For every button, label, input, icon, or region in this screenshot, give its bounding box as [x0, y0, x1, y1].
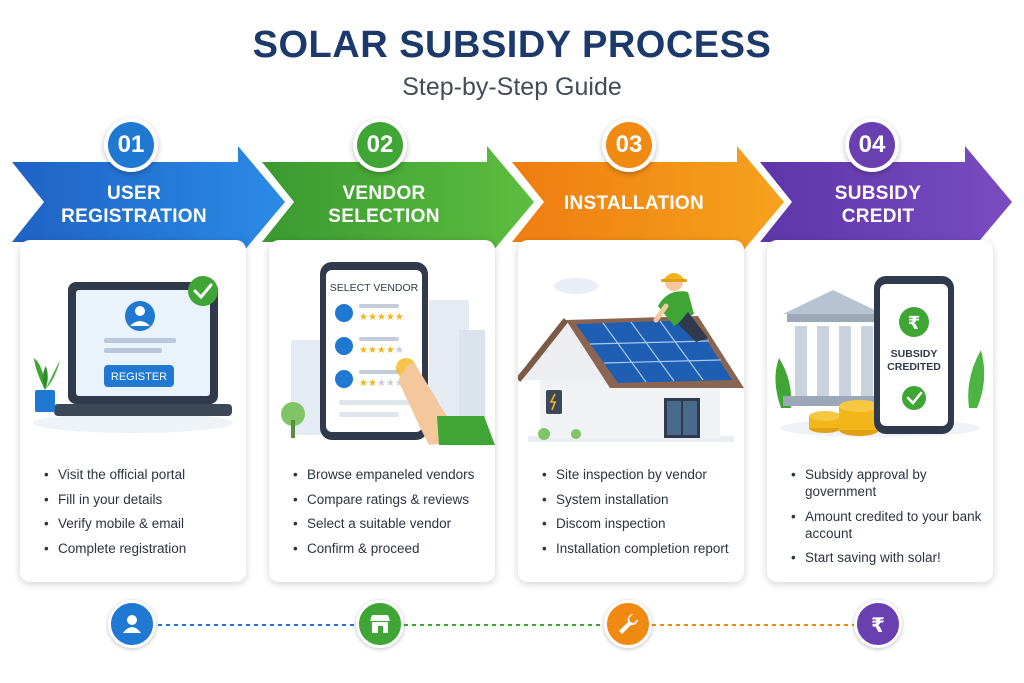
step-card-1: REGISTER Visit the official portal Fill …	[20, 240, 246, 582]
svg-text:₹: ₹	[871, 613, 885, 637]
step-2-bullets: Browse empaneled vendors Compare ratings…	[293, 466, 489, 564]
check-circle-icon	[902, 386, 926, 410]
step-title-3: INSTALLATION	[563, 193, 705, 214]
pointing-hand-icon	[396, 358, 495, 445]
credited-label: CREDITED	[887, 361, 941, 373]
select-vendor-heading: SELECT VENDOR	[330, 282, 419, 294]
subsidy-label: SUBSIDY	[891, 348, 938, 360]
plant-icon	[34, 358, 60, 412]
timeline-connector	[158, 624, 854, 626]
timeline-user-icon	[108, 600, 156, 648]
arrow-step-1	[12, 146, 285, 258]
step-1-bullets: Visit the official portal Fill in your d…	[44, 466, 240, 564]
coins-icon	[809, 400, 879, 436]
timeline-store-icon	[356, 600, 404, 648]
timeline-wrench-icon	[604, 600, 652, 648]
svg-text:₹: ₹	[908, 313, 921, 334]
step-card-4: ₹ SUBSIDY CREDITED Subsidy approval by g…	[767, 240, 993, 582]
worker-icon	[653, 273, 708, 342]
arrow-step-2	[262, 146, 534, 258]
page-title: SOLAR SUBSIDY PROCESS	[252, 24, 772, 66]
bank-icon	[783, 290, 883, 406]
rooftop-installation-illustration	[518, 273, 744, 442]
arrow-step-3	[512, 146, 784, 258]
step-4-bullets: Subsidy approval by government Amount cr…	[791, 466, 987, 574]
vendor-row-2: ★★★★★	[335, 337, 404, 356]
rupee-badge-icon: ₹	[899, 307, 929, 337]
step-number-4: 04	[845, 118, 899, 172]
subsidy-credit-illustration: ₹ SUBSIDY CREDITED	[775, 276, 985, 437]
svg-text:★★★★★: ★★★★★	[359, 345, 404, 356]
register-button-label: REGISTER	[111, 371, 167, 383]
step-number-1: 01	[104, 118, 158, 172]
process-arrows	[12, 146, 1012, 258]
svg-text:★★★★★: ★★★★★	[359, 312, 404, 323]
arrow-step-4	[760, 146, 1012, 258]
laptop-registration-illustration: REGISTER	[33, 276, 233, 433]
step-card-2: SELECT VENDOR ★★★★★ ★★★★★ ★★★★★ Browse e…	[269, 240, 495, 582]
step-number-3: 03	[602, 118, 656, 172]
page-subtitle: Step-by-Step Guide	[402, 73, 622, 101]
vendor-row-1: ★★★★★	[335, 304, 404, 323]
step-3-bullets: Site inspection by vendor System install…	[542, 466, 738, 564]
step-card-3: Site inspection by vendor System install…	[518, 240, 744, 582]
step-number-2: 02	[353, 118, 407, 172]
vendor-selection-illustration: SELECT VENDOR ★★★★★ ★★★★★ ★★★★★	[281, 262, 495, 445]
timeline-rupee-icon: ₹	[854, 600, 902, 648]
vendor-row-3: ★★★★★	[335, 370, 404, 389]
check-badge-icon	[188, 276, 218, 306]
svg-text:★★★★★: ★★★★★	[359, 378, 404, 389]
